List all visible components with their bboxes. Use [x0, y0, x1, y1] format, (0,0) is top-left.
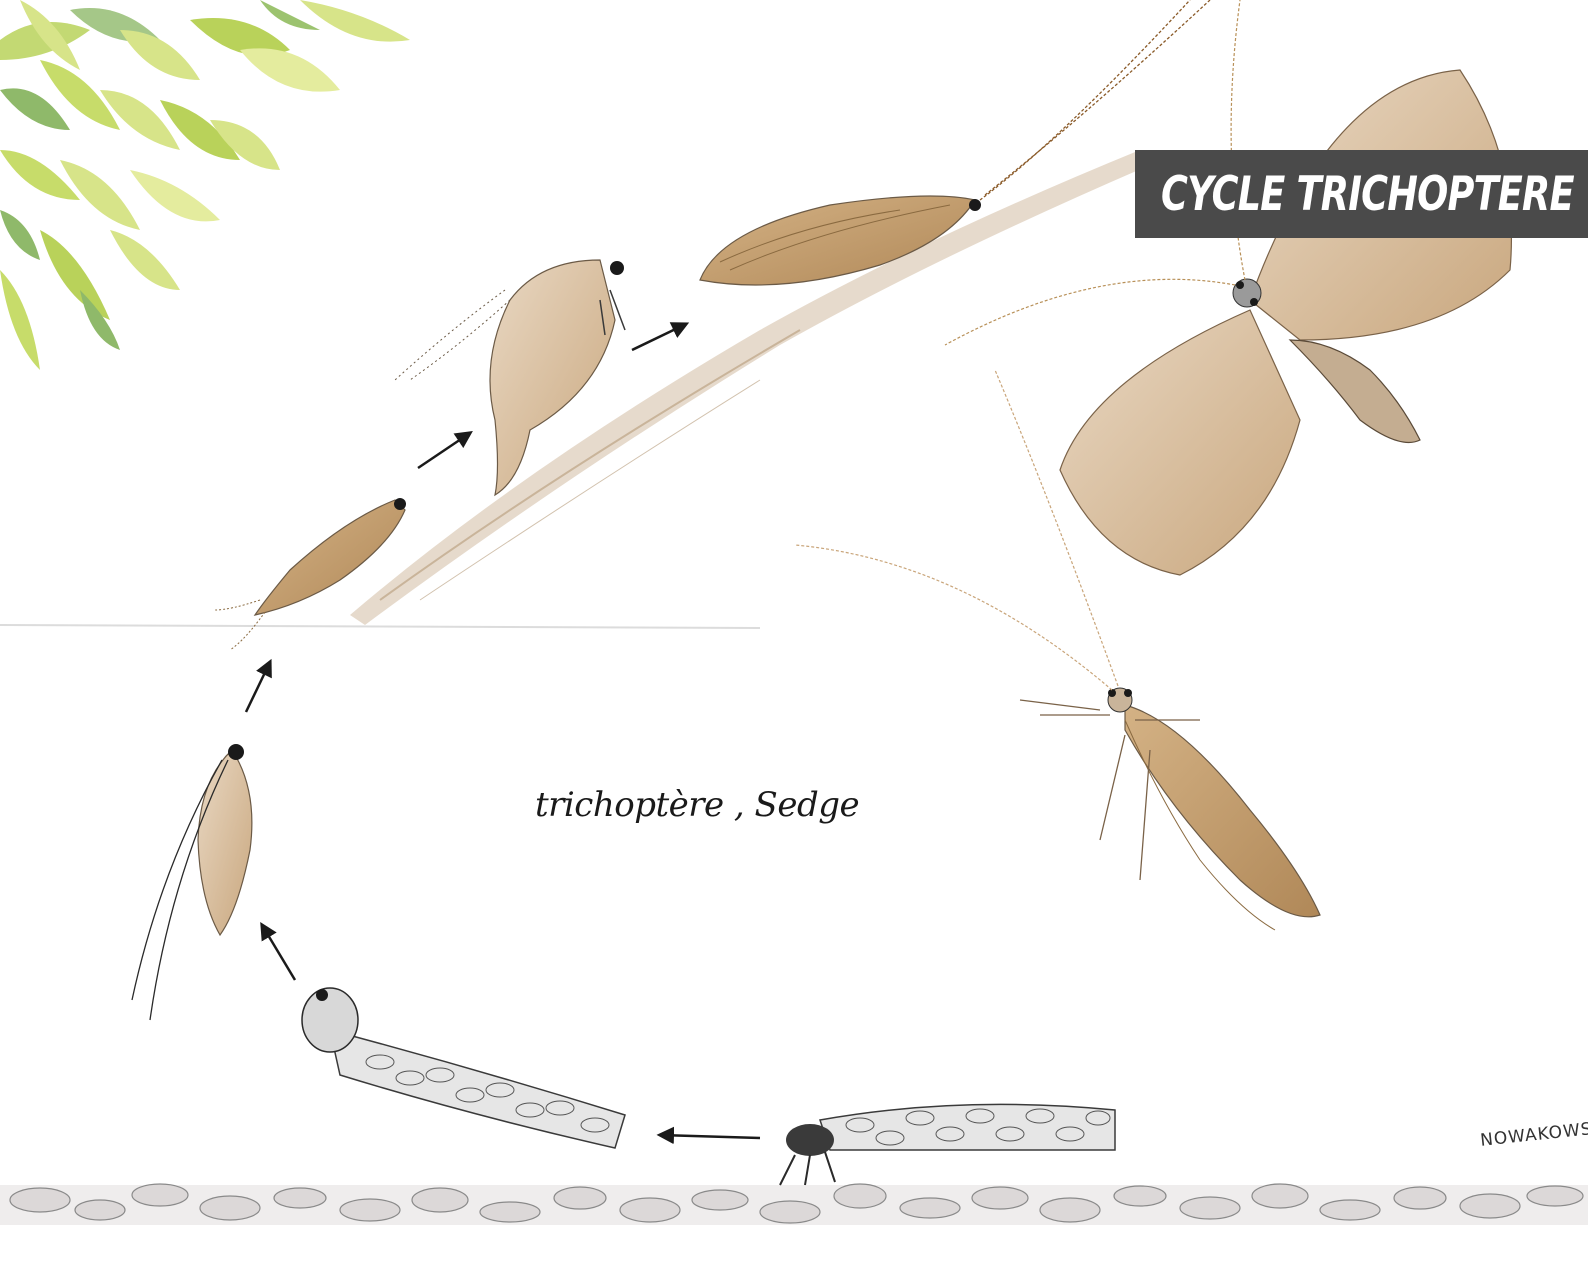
caddis-larva-case-icon: [780, 1104, 1115, 1185]
arrow-case-to-pupa: [262, 925, 295, 980]
caddis-adult-spread-icon: [945, 0, 1511, 575]
species-caption: trichoptère , Sedge: [535, 785, 859, 825]
caddis-pupa-case-icon: [302, 988, 625, 1148]
arrow-larva-to-pupa-case: [660, 1135, 760, 1138]
title-banner: CYCLE TRICHOPTERE: [1135, 150, 1588, 238]
arrow-emerger-to-molting: [418, 433, 470, 468]
arrow-pupa-to-emerger: [246, 662, 270, 712]
twig-branch: [350, 150, 1150, 625]
caddis-pupa-icon: [132, 744, 252, 1020]
water-surface-line: [0, 625, 760, 628]
page-title: CYCLE TRICHOPTERE: [1161, 167, 1574, 222]
gravel-riverbed: [0, 1184, 1588, 1225]
arrow-molting-to-adult: [632, 324, 686, 350]
leaves-foliage: [0, 0, 410, 370]
